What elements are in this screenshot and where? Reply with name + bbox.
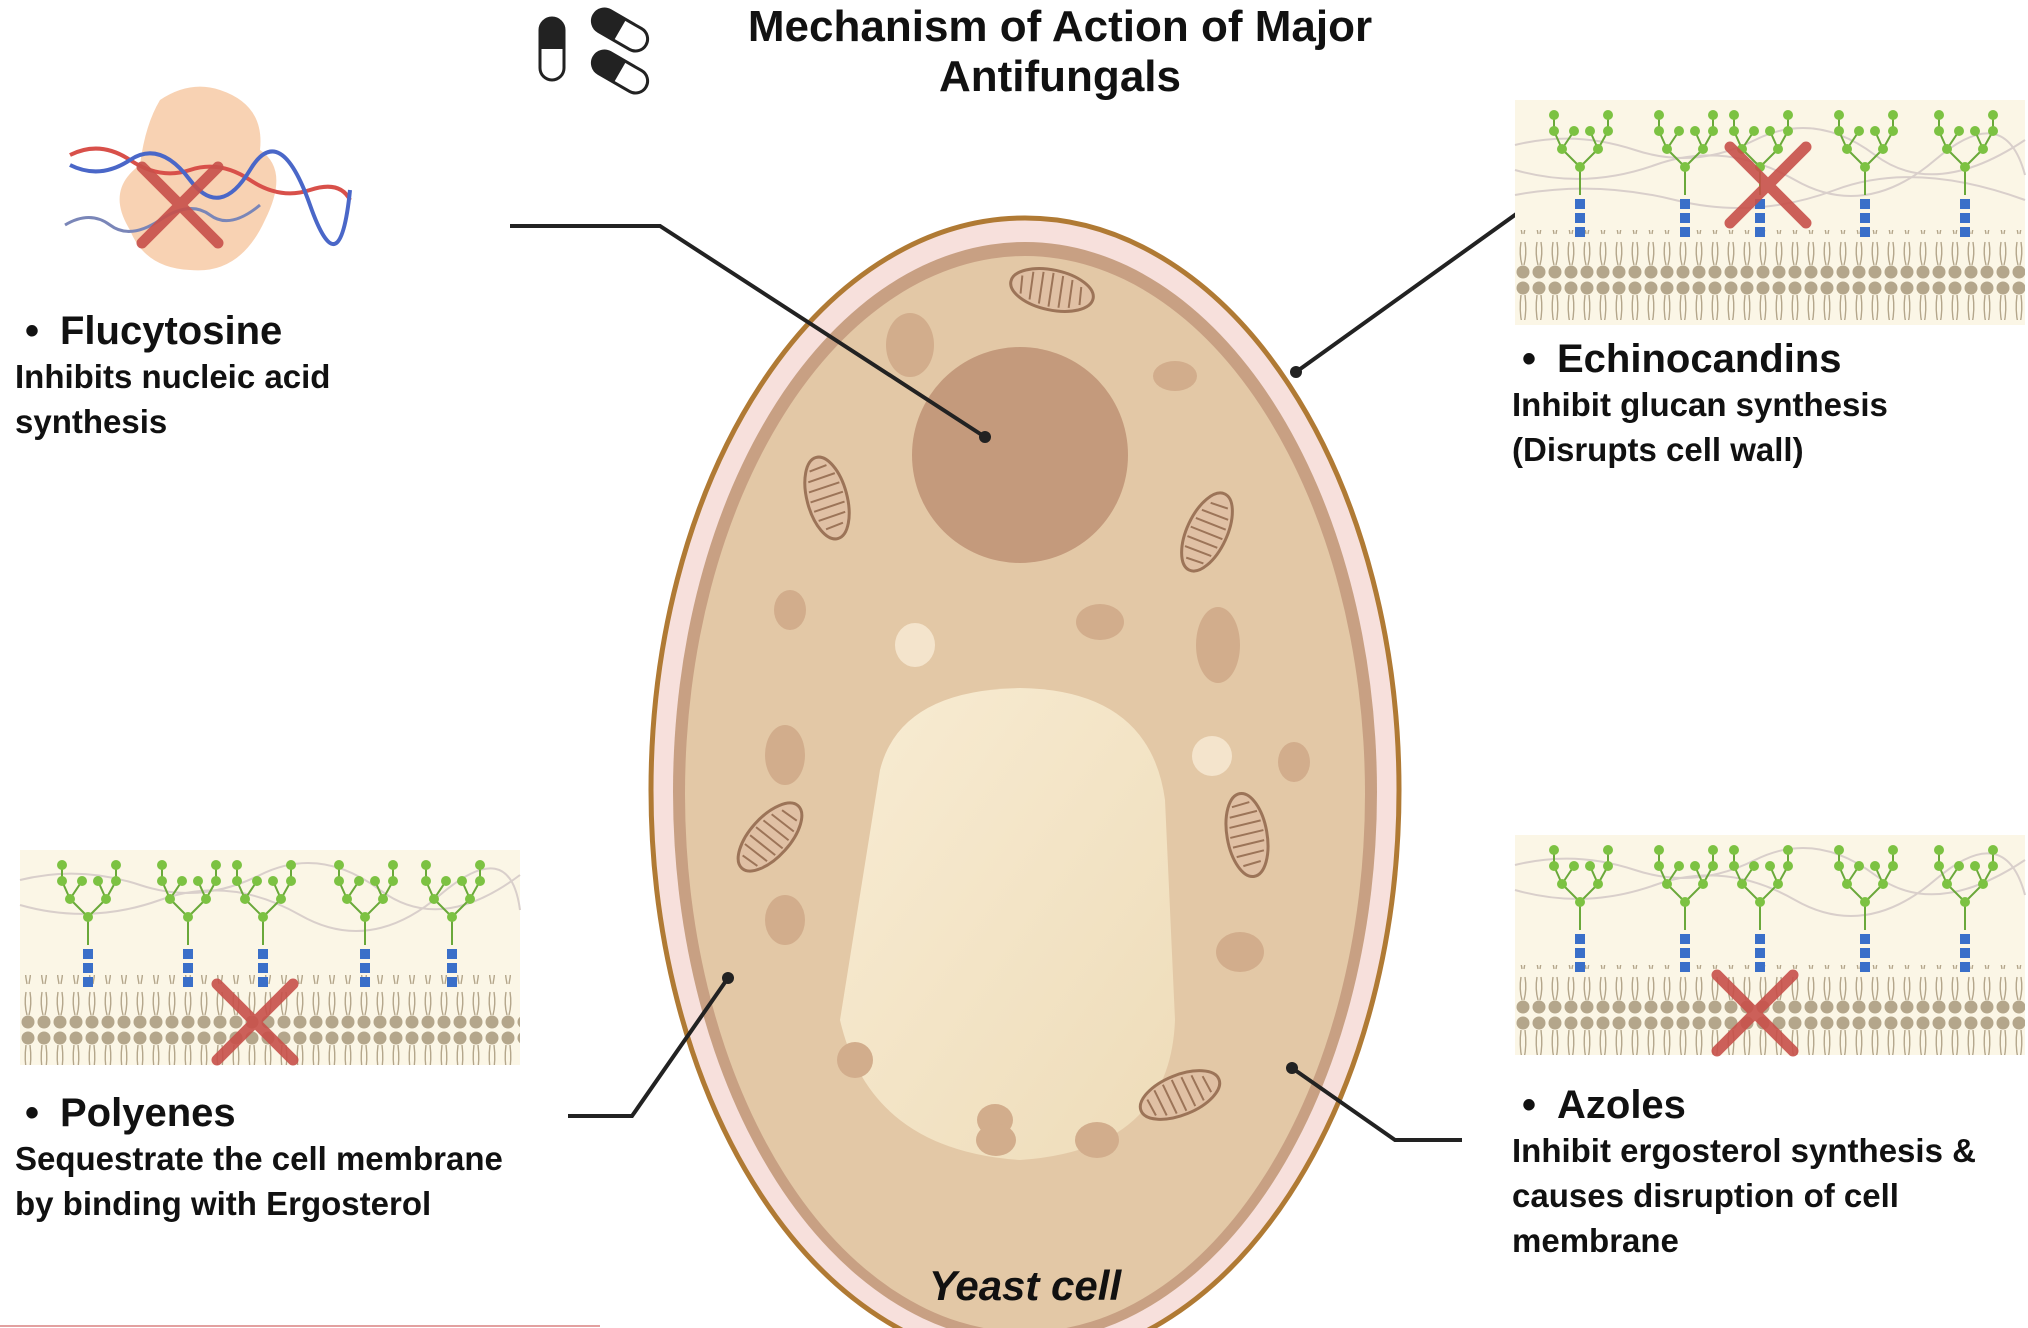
drug-name: Echinocandins: [1557, 337, 1842, 381]
drug-description: Inhibit glucan synthesis (Disrupts cell …: [1512, 382, 1888, 472]
drug-name: Azoles: [1557, 1083, 1686, 1127]
vesicle: [1192, 736, 1232, 776]
drug-description-line: by binding with Ergosterol: [15, 1185, 432, 1222]
page-title-line-1: Mechanism of Action of Major: [747, 2, 1373, 51]
granules: [765, 313, 1310, 1158]
drug-name: Flucytosine: [60, 309, 283, 353]
cell-wall-glucan-blocked-icon: [1514, 100, 2026, 325]
drug-description-line: synthesis: [15, 403, 168, 440]
ribosome-dna-blocked-icon: [64, 86, 352, 271]
bullet: •: [25, 1091, 40, 1135]
membrane-ergosterol-blocked-icon: [19, 850, 521, 1065]
drug-flucytosine: • Flucytosine Inhibits nucleic acid synth…: [15, 308, 330, 444]
drug-description-line: Sequestrate the cell membrane: [15, 1140, 503, 1177]
page-title: Mechanism of Action of Major Antifungals: [690, 2, 1430, 102]
pill-capsules-icon: [538, 7, 650, 95]
drug-polyenes: • Polyenes Sequestrate the cell membrane …: [15, 1090, 503, 1226]
drug-azoles: • Azoles Inhibit ergosterol synthesis & c…: [1512, 1082, 1976, 1263]
drug-description-line: Inhibit glucan synthesis: [1512, 386, 1888, 423]
membrane-synthesis-blocked-icon: [1514, 835, 2026, 1055]
bullet: •: [1522, 337, 1537, 381]
drug-description: Inhibit ergosterol synthesis & causes di…: [1512, 1128, 1976, 1263]
drug-description-line: membrane: [1512, 1222, 1679, 1259]
vacuole: [840, 688, 1175, 1160]
bullet: •: [25, 309, 40, 353]
leader-line-azoles: [1290, 1066, 1462, 1142]
leader-line-polyenes: [568, 976, 730, 1118]
yeast-cell-caption: Yeast cell: [928, 1262, 1122, 1309]
drug-description-line: Inhibit ergosterol synthesis &: [1512, 1132, 1976, 1169]
page-title-line-2: Antifungals: [939, 52, 1181, 101]
drug-description-line: causes disruption of cell: [1512, 1177, 1899, 1214]
yeast-cell: [648, 215, 1402, 1328]
drug-description-line: (Disrupts cell wall): [1512, 431, 1804, 468]
drug-description-line: Inhibits nucleic acid: [15, 358, 331, 395]
vesicle: [895, 623, 935, 667]
drug-description: Inhibits nucleic acid synthesis: [15, 354, 330, 444]
bullet: •: [1522, 1083, 1537, 1127]
leader-line-flucytosine: [510, 224, 987, 439]
drug-echinocandins: • Echinocandins Inhibit glucan synthesis …: [1512, 336, 1888, 472]
drug-description: Sequestrate the cell membrane by binding…: [15, 1136, 503, 1226]
nucleus: [912, 347, 1128, 563]
drug-name: Polyenes: [60, 1091, 236, 1135]
